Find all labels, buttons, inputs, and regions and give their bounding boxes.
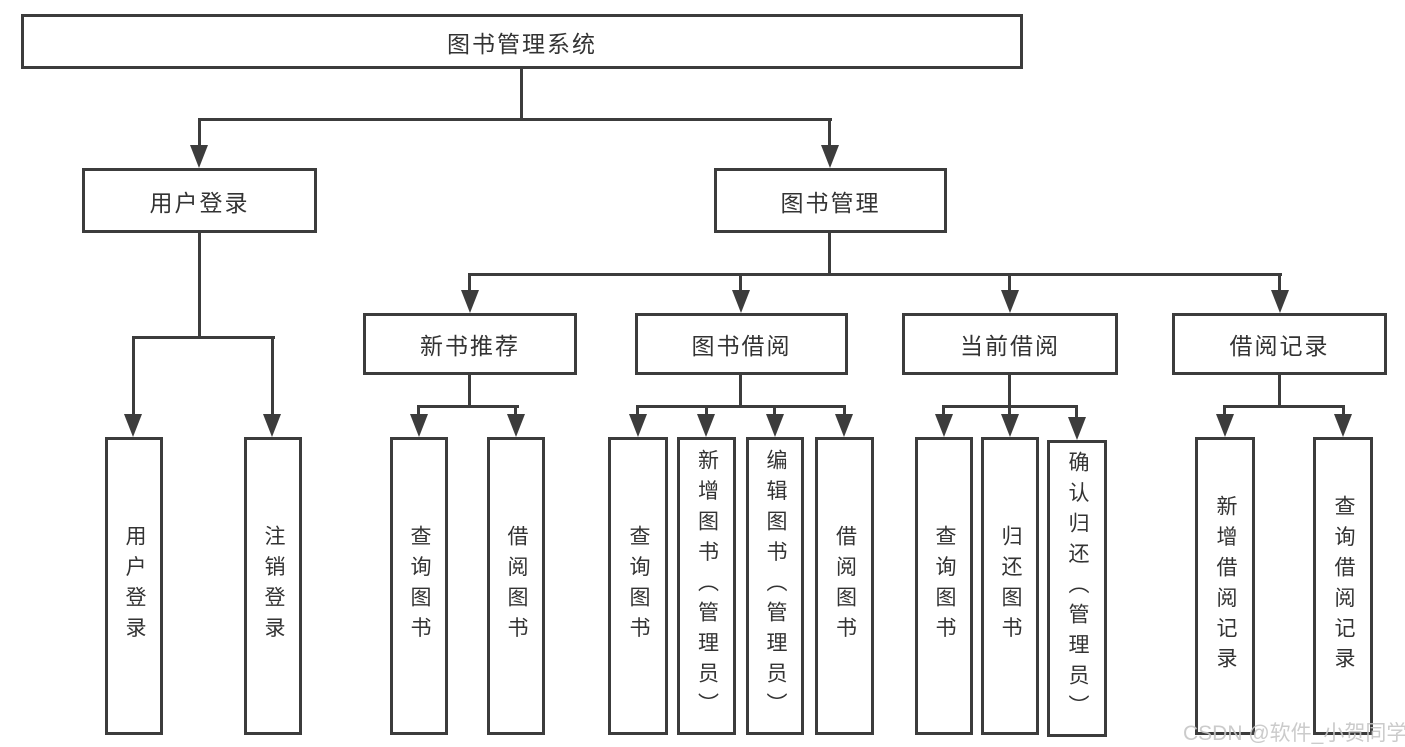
- leaf-add-book-admin-label: 新增图书（管理员）: [695, 448, 719, 724]
- leaf-borrow-book-recommend: 借阅图书: [487, 437, 545, 735]
- connector-to-leaf-search-book-1: [417, 405, 420, 419]
- connector-to-leaf-add-book: [705, 405, 708, 419]
- leaf-search-book-recommend: 查询图书: [390, 437, 448, 735]
- arrowhead-icon: [1001, 414, 1019, 437]
- connector-to-leaf-edit-book: [773, 405, 776, 419]
- node-current-borrow: 当前借阅: [902, 313, 1118, 375]
- connector-current-borrow-stem: [1008, 375, 1011, 406]
- leaf-user-login: 用户登录: [105, 437, 163, 735]
- watermark: CSDN @软件_小贺同学: [1183, 722, 1405, 745]
- connector-root-to-book-management: [828, 118, 831, 150]
- connector-to-leaf-user-login: [132, 336, 135, 414]
- leaf-add-book-admin: 新增图书（管理员）: [677, 437, 736, 735]
- leaf-user-login-label: 用户登录: [123, 525, 146, 647]
- arrowhead-icon: [766, 414, 784, 437]
- connector-new-book-rail: [417, 405, 519, 408]
- leaf-search-book-borrow: 查询图书: [608, 437, 668, 735]
- arrowhead-icon: [507, 414, 525, 437]
- leaf-search-book-current-label: 查询图书: [933, 525, 956, 647]
- connector-to-leaf-add-record: [1223, 405, 1226, 419]
- leaf-borrow-book-borrow: 借阅图书: [815, 437, 874, 735]
- connector-root-rail: [198, 118, 832, 121]
- node-system-root: 图书管理系统: [21, 14, 1023, 69]
- connector-to-leaf-search-record: [1342, 405, 1345, 419]
- leaf-logout-label: 注销登录: [262, 525, 285, 647]
- connector-to-leaf-confirm-return: [1075, 405, 1078, 419]
- node-book-management: 图书管理: [714, 168, 947, 233]
- arrowhead-icon: [697, 414, 715, 437]
- node-borrow-records: 借阅记录: [1172, 313, 1387, 375]
- arrowhead-icon: [461, 290, 479, 313]
- arrowhead-icon: [1271, 290, 1289, 313]
- leaf-borrow-book-borrow-label: 借阅图书: [833, 525, 857, 647]
- connector-borrow-records-rail: [1223, 405, 1345, 408]
- arrowhead-icon: [263, 414, 281, 437]
- node-user-login: 用户登录: [82, 168, 317, 233]
- arrowhead-icon: [835, 414, 853, 437]
- connector-user-login-stem: [198, 233, 201, 336]
- arrowhead-icon: [410, 414, 428, 437]
- connector-user-login-rail: [132, 336, 275, 339]
- node-user-login-label: 用户登录: [149, 189, 250, 216]
- connector-to-leaf-search-book-3: [942, 405, 945, 419]
- connector-to-new-book: [468, 273, 471, 293]
- arrowhead-icon: [935, 414, 953, 437]
- node-system-root-label: 图书管理系统: [447, 30, 597, 57]
- arrowhead-icon: [1001, 290, 1019, 313]
- leaf-confirm-return-admin: 确认归还（管理员）: [1047, 440, 1107, 737]
- arrowhead-icon: [1216, 414, 1234, 437]
- connector-to-book-borrow: [739, 273, 742, 293]
- node-new-book-recommend-label: 新书推荐: [420, 333, 520, 359]
- leaf-add-borrow-record-label: 新增借阅记录: [1214, 494, 1237, 678]
- connector-root-to-user-login: [198, 118, 201, 150]
- connector-borrow-records-stem: [1278, 375, 1281, 406]
- node-new-book-recommend: 新书推荐: [363, 313, 577, 375]
- connector-to-leaf-borrow-book-1: [514, 405, 517, 419]
- connector-to-borrow-records: [1278, 273, 1281, 293]
- connector-to-leaf-return-book: [1008, 405, 1011, 419]
- connector-book-management-rail: [468, 273, 1282, 276]
- leaf-search-borrow-record: 查询借阅记录: [1313, 437, 1373, 735]
- leaf-logout: 注销登录: [244, 437, 302, 735]
- arrowhead-icon: [124, 414, 142, 437]
- arrowhead-icon: [1068, 417, 1086, 440]
- arrowhead-icon: [1334, 414, 1352, 437]
- connector-root-stem: [520, 69, 523, 118]
- connector-to-leaf-search-book-2: [636, 405, 639, 419]
- leaf-search-borrow-record-label: 查询借阅记录: [1332, 494, 1355, 678]
- leaf-search-book-current: 查询图书: [915, 437, 973, 735]
- leaf-search-book-recommend-label: 查询图书: [408, 525, 431, 647]
- node-current-borrow-label: 当前借阅: [960, 333, 1060, 359]
- node-book-management-label: 图书管理: [780, 189, 881, 216]
- arrowhead-icon: [629, 414, 647, 437]
- arrowhead-icon: [190, 145, 208, 168]
- node-book-borrow-label: 图书借阅: [691, 333, 792, 359]
- node-book-borrow: 图书借阅: [635, 313, 848, 375]
- leaf-search-book-borrow-label: 查询图书: [627, 525, 650, 647]
- arrowhead-icon: [821, 145, 839, 168]
- leaf-edit-book-admin: 编辑图书（管理员）: [746, 437, 804, 735]
- connector-to-leaf-borrow-book-2: [843, 405, 846, 419]
- connector-book-borrow-stem: [739, 375, 742, 406]
- node-borrow-records-label: 借阅记录: [1229, 333, 1330, 359]
- connector-to-leaf-logout: [271, 336, 274, 414]
- leaf-borrow-book-recommend-label: 借阅图书: [505, 525, 528, 647]
- connector-book-borrow-rail: [636, 405, 846, 408]
- leaf-return-book: 归还图书: [981, 437, 1039, 735]
- connector-book-management-stem: [828, 233, 831, 273]
- leaf-edit-book-admin-label: 编辑图书（管理员）: [764, 448, 787, 724]
- leaf-confirm-return-admin-label: 确认归还（管理员）: [1066, 451, 1089, 726]
- leaf-return-book-label: 归还图书: [999, 525, 1022, 647]
- leaf-add-borrow-record: 新增借阅记录: [1195, 437, 1255, 735]
- connector-new-book-stem: [468, 375, 471, 406]
- connector-to-current-borrow: [1008, 273, 1011, 293]
- arrowhead-icon: [732, 290, 750, 313]
